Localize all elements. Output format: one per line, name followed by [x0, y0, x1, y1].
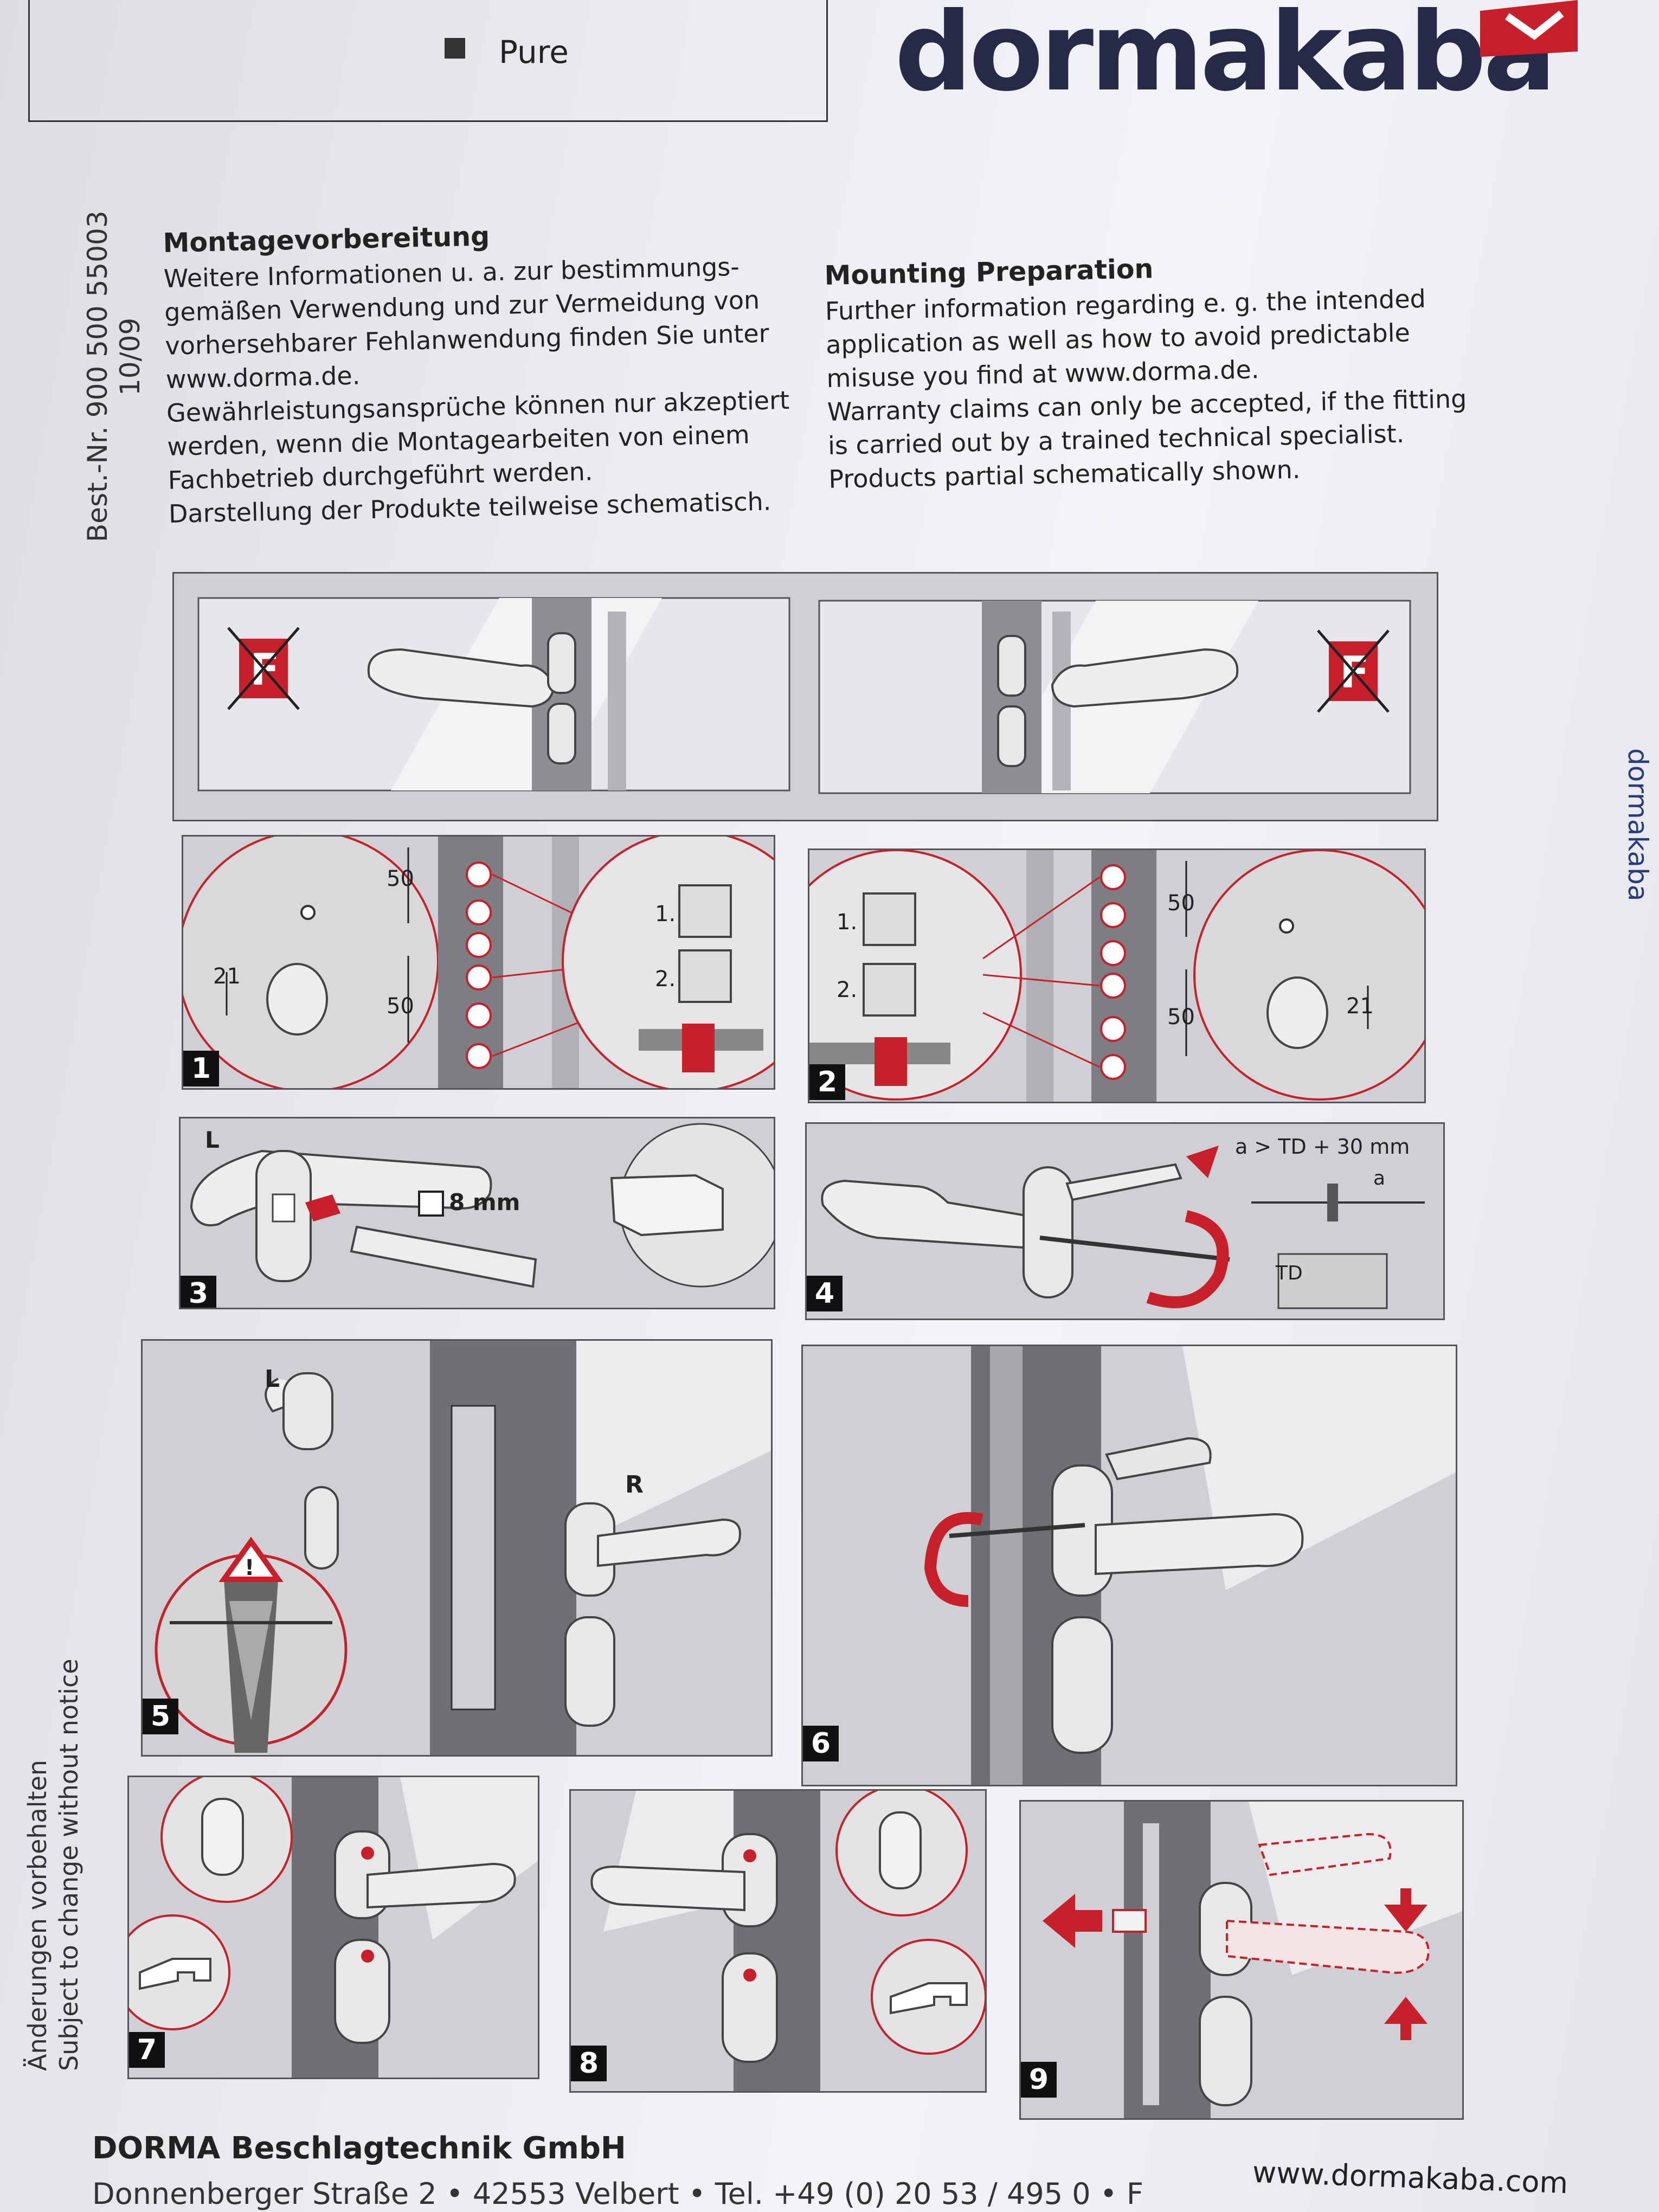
step-3-spindle-illustration [190, 1123, 774, 1288]
product-label-box [28, 0, 828, 122]
step-1-sub2: 2. [655, 967, 676, 992]
side-note-de: Änderungen vorbehalten [23, 1759, 52, 2071]
edge-brand: dormakaba [1622, 748, 1654, 902]
step-6-panel: 6 [801, 1345, 1457, 1786]
step-4-label-td: TD [1276, 1262, 1303, 1284]
step-5-number: 5 [143, 1699, 178, 1734]
step-2-sub1: 1. [837, 910, 858, 935]
step-2-dim-top: 50 [1167, 891, 1195, 916]
footer-address: Donnenberger Straße 2 • 42553 Velbert • … [92, 2177, 1143, 2211]
step-3-spindle-size: 8 mm [449, 1189, 520, 1216]
english-body: Further information regarding e. g. the … [825, 284, 1467, 494]
step-2-sub2: 2. [837, 978, 858, 1002]
english-section: Mounting Preparation Further information… [824, 247, 1480, 496]
no-fire-door-icon: F [1317, 629, 1390, 713]
step-3-panel: L 8 mm 3 [179, 1117, 775, 1309]
step-3-number: 3 [181, 1276, 216, 1308]
order-number: Best.-Nr. 900 500 55003 10/09 [81, 210, 146, 542]
svg-text:!: ! [245, 1555, 254, 1580]
brand-mark-icon [1480, 0, 1578, 57]
step-1-panel: 50 50 21 1. 2. 1 [182, 835, 775, 1090]
step-1-dim-top: 50 [387, 866, 414, 891]
step-1-dim-bottom: 50 [387, 994, 414, 1019]
order-number-date: 10/09 [114, 317, 146, 396]
step-6-tightening-illustration [924, 1346, 1456, 1785]
step-1-number: 1 [183, 1051, 219, 1086]
step-4-grub-screw-illustration [821, 1146, 1425, 1309]
side-note-en: Subject to change without notice [54, 1658, 83, 2071]
step-4-panel: a > TD + 30 mm a TD 4 [805, 1122, 1445, 1320]
no-fire-door-icon: F [227, 627, 300, 710]
step-7-panel: 7 [127, 1776, 539, 2079]
step-8-cover-illustration [590, 1791, 985, 2091]
product-swatch [445, 38, 465, 59]
step-7-number: 7 [129, 2032, 165, 2068]
step-2-panel: 50 50 21 1. 2. 2 [808, 848, 1426, 1103]
product-label: Pure [499, 34, 569, 70]
side-note: Änderungen vorbehalten Subject to change… [22, 1658, 85, 2071]
step-1-dim-side: 21 [213, 964, 241, 989]
step-9-panel: 9 [1019, 1800, 1464, 2120]
step-4-label-a: a [1373, 1167, 1386, 1189]
step-6-number: 6 [803, 1726, 839, 1761]
step-7-cover-illustration [129, 1777, 538, 2078]
step-1-sub1: 1. [655, 902, 676, 927]
brand-logo: dormakaba [895, 0, 1557, 115]
step-8-number: 8 [571, 2046, 607, 2081]
step-2-dim-bottom: 50 [1167, 1005, 1195, 1030]
overview-panel: F F [172, 572, 1438, 821]
order-number-code: Best.-Nr. 900 500 55003 [82, 210, 113, 542]
step-2-drilling-illustration [809, 850, 1424, 1102]
step-9-number: 9 [1021, 2062, 1057, 2098]
step-5-mounting-illustration: ! [155, 1341, 771, 1755]
step-5-left-label: L [265, 1365, 280, 1393]
german-body: Weitere Informationen u. a. zur bestimmu… [163, 252, 790, 529]
step-2-dim-side: 21 [1346, 994, 1374, 1019]
step-4-number: 4 [807, 1276, 843, 1311]
step-4-formula: a > TD + 30 mm [1235, 1135, 1410, 1159]
step-5-right-label: R [625, 1471, 644, 1499]
german-section: Montagevorbereitung Weitere Informatione… [163, 214, 819, 531]
step-5-panel: ! L R 5 [141, 1339, 773, 1757]
step-1-drilling-illustration [183, 837, 774, 1088]
step-2-number: 2 [809, 1064, 845, 1100]
step-8-panel: 8 [569, 1789, 987, 2093]
step-9-check-illustration [1043, 1802, 1462, 2118]
door-overview-illustration: F F [197, 597, 1411, 794]
step-3-side-label: L [205, 1127, 220, 1153]
footer-website: www.dormakaba.com [1252, 2155, 1569, 2201]
footer-company: DORMA Beschlagtechnik GmbH [92, 2131, 626, 2166]
